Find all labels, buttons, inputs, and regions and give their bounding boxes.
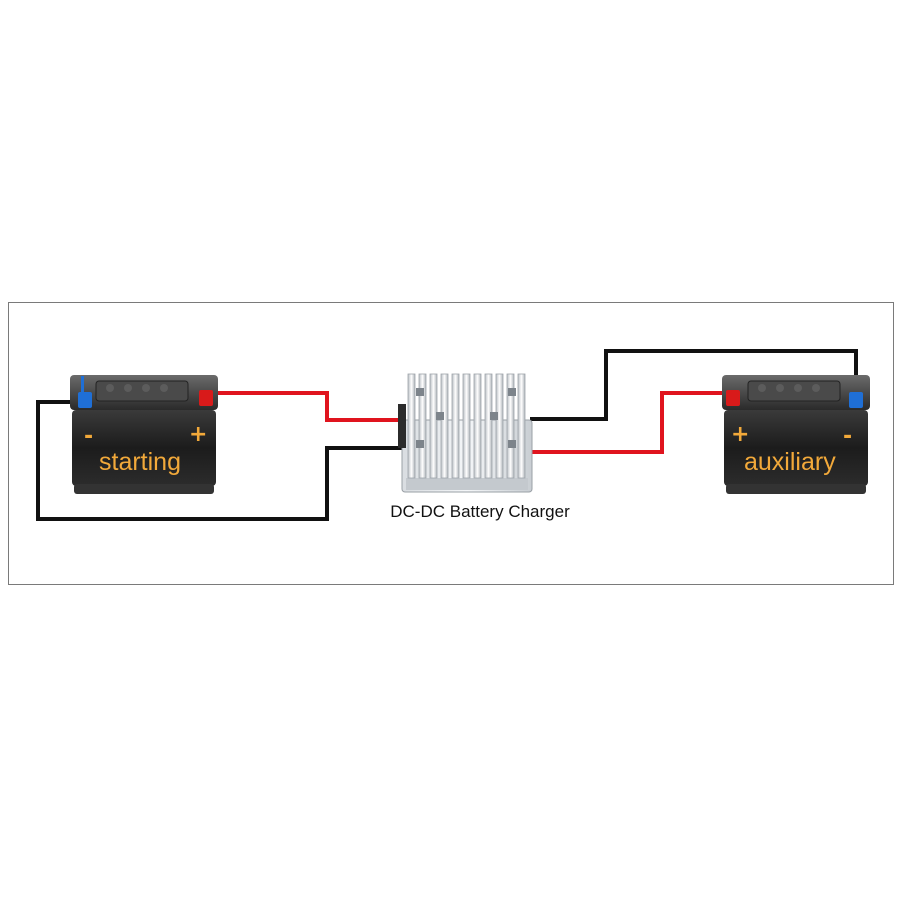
negative-terminal-icon [78,376,92,408]
auxiliary-negative-sign: - [843,424,853,449]
dc-dc-charger-device [398,373,533,493]
negative-wire-starting [36,400,404,521]
starting-positive-sign: + [189,422,208,447]
negative-wire-auxiliary [530,349,858,421]
positive-wire-starting [207,391,404,422]
positive-wire-auxiliary [530,391,730,454]
negative-terminal-icon [849,392,863,408]
charger-caption: DC-DC Battery Charger [390,502,570,521]
starting-battery-label: starting [99,448,181,476]
auxiliary-battery-label: auxiliary [744,448,836,476]
positive-terminal-icon [726,390,740,406]
auxiliary-positive-sign: + [731,422,750,447]
heatsink-fins-icon [407,373,526,479]
starting-negative-sign: - [84,424,94,449]
starting-battery [70,375,218,494]
positive-terminal-icon [199,390,213,406]
auxiliary-battery [722,375,870,494]
